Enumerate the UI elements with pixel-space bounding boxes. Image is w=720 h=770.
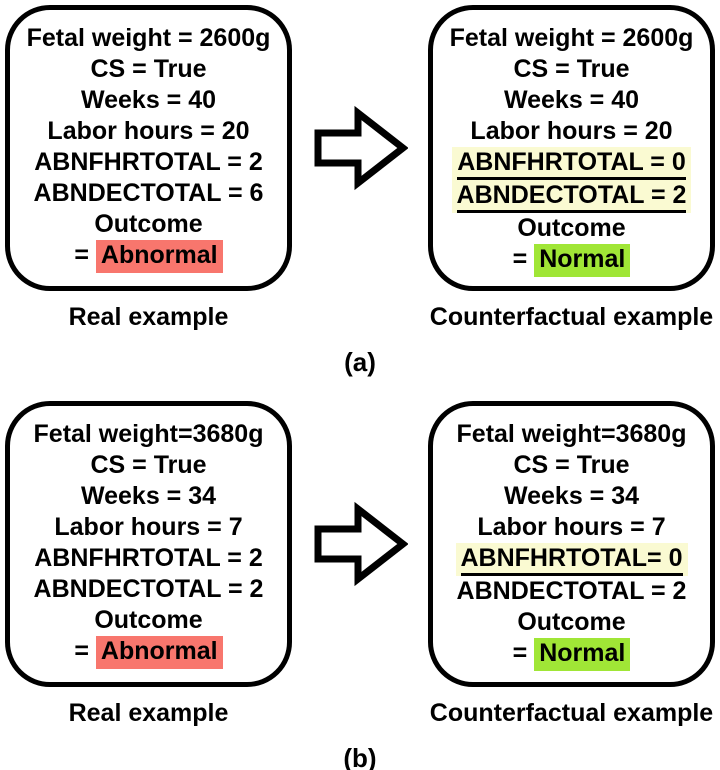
attribute-line: Weeks = 34 (433, 481, 710, 512)
outcome-equals-prefix: = (512, 639, 535, 667)
attribute-line: ABNFHRTOTAL= 0 (433, 543, 710, 576)
counterfactual-example-label: Counterfactual example (429, 303, 714, 331)
attribute-line: Labor hours = 20 (10, 116, 287, 147)
attribute-line: CS = True (433, 54, 710, 85)
attribute-line: Labor hours = 20 (433, 116, 710, 147)
attribute-text: CS = True (513, 451, 630, 479)
attribute-line: Weeks = 40 (433, 85, 710, 116)
attribute-line: Fetal weight = 2600g (10, 23, 287, 54)
attribute-text: ABNFHRTOTAL = 2 (34, 148, 263, 176)
outcome-equals-prefix: = (74, 637, 96, 665)
attribute-text: ABNDECTOTAL = 6 (33, 179, 264, 207)
attribute-line: CS = True (433, 450, 710, 481)
attribute-line: Labor hours = 7 (433, 512, 710, 543)
attribute-line: = Abnormal (10, 240, 287, 273)
yellow-highlight: ABNFHRTOTAL= 0 (455, 543, 688, 576)
real-example-label: Real example (68, 303, 229, 331)
right-arrow-icon (314, 105, 408, 191)
attribute-line: Fetal weight = 2600g (433, 23, 710, 54)
attribute-line: ABNFHRTOTAL = 2 (10, 543, 287, 574)
attribute-line: = Normal (433, 638, 710, 671)
attribute-line: Labor hours = 7 (10, 512, 287, 543)
outcome-equals-prefix: = (74, 241, 96, 269)
panel-b-caption: (b) (343, 743, 377, 770)
yellow-highlight: ABNDECTOTAL = 2 (451, 180, 692, 213)
attribute-text: ABNFHRTOTAL = 2 (34, 544, 263, 572)
attribute-line: Outcome (10, 209, 287, 240)
attribute-line: ABNDECTOTAL = 2 (433, 180, 710, 213)
attribute-line: ABNDECTOTAL = 6 (10, 178, 287, 209)
attribute-line: Weeks = 34 (10, 481, 287, 512)
attribute-text: ABNDECTOTAL = 2 (33, 575, 264, 603)
real-example-label: Real example (68, 699, 229, 727)
attribute-line: ABNDECTOTAL = 2 (433, 576, 710, 607)
arrow-container (292, 401, 428, 687)
outcome-equals-prefix: = (512, 245, 535, 273)
attribute-line: ABNFHRTOTAL = 2 (10, 147, 287, 178)
attribute-line: Fetal weight=3680g (433, 419, 710, 450)
arrow-container (292, 5, 428, 291)
attribute-text: Outcome (517, 608, 626, 636)
attribute-line: ABNDECTOTAL = 2 (10, 574, 287, 605)
attribute-text: CS = True (513, 55, 630, 83)
attribute-text: Weeks = 34 (503, 482, 640, 510)
attribute-line: Outcome (433, 607, 710, 638)
attribute-text: Labor hours = 7 (54, 513, 243, 541)
attribute-line: ABNFHRTOTAL = 0 (433, 147, 710, 180)
right-arrow-icon (314, 501, 408, 587)
attribute-text: Outcome (517, 214, 626, 242)
yellow-highlight: ABNFHRTOTAL = 0 (452, 147, 691, 180)
attribute-line: = Normal (433, 244, 710, 277)
attribute-text: Weeks = 40 (503, 86, 640, 114)
attribute-text: Fetal weight=3680g (456, 420, 687, 448)
attribute-line: CS = True (10, 450, 287, 481)
attribute-text: ABNDECTOTAL = 2 (456, 577, 687, 605)
attribute-text: Fetal weight = 2600g (26, 24, 271, 52)
attribute-text: CS = True (90, 451, 207, 479)
attribute-text: CS = True (90, 55, 207, 83)
green-highlight: Normal (534, 244, 631, 277)
green-highlight: Normal (534, 638, 631, 671)
attribute-text: Labor hours = 20 (47, 117, 250, 145)
attribute-line: = Abnormal (10, 636, 287, 669)
attribute-text: Fetal weight=3680g (33, 420, 264, 448)
attribute-text: Fetal weight = 2600g (449, 24, 694, 52)
attribute-line: Outcome (433, 213, 710, 244)
attribute-text: Outcome (94, 606, 203, 634)
counterfactual-example-label: Counterfactual example (429, 699, 714, 727)
red-highlight: Abnormal (95, 240, 223, 273)
attribute-text: Weeks = 40 (80, 86, 217, 114)
attribute-line: Fetal weight=3680g (10, 419, 287, 450)
panel-a-caption: (a) (344, 347, 376, 377)
attribute-text: Labor hours = 7 (477, 513, 666, 541)
attribute-line: Outcome (10, 605, 287, 636)
attribute-line: Weeks = 40 (10, 85, 287, 116)
red-highlight: Abnormal (95, 636, 223, 669)
attribute-text: Weeks = 34 (80, 482, 217, 510)
attribute-line: CS = True (10, 54, 287, 85)
attribute-text: Labor hours = 20 (470, 117, 673, 145)
attribute-text: Outcome (94, 210, 203, 238)
